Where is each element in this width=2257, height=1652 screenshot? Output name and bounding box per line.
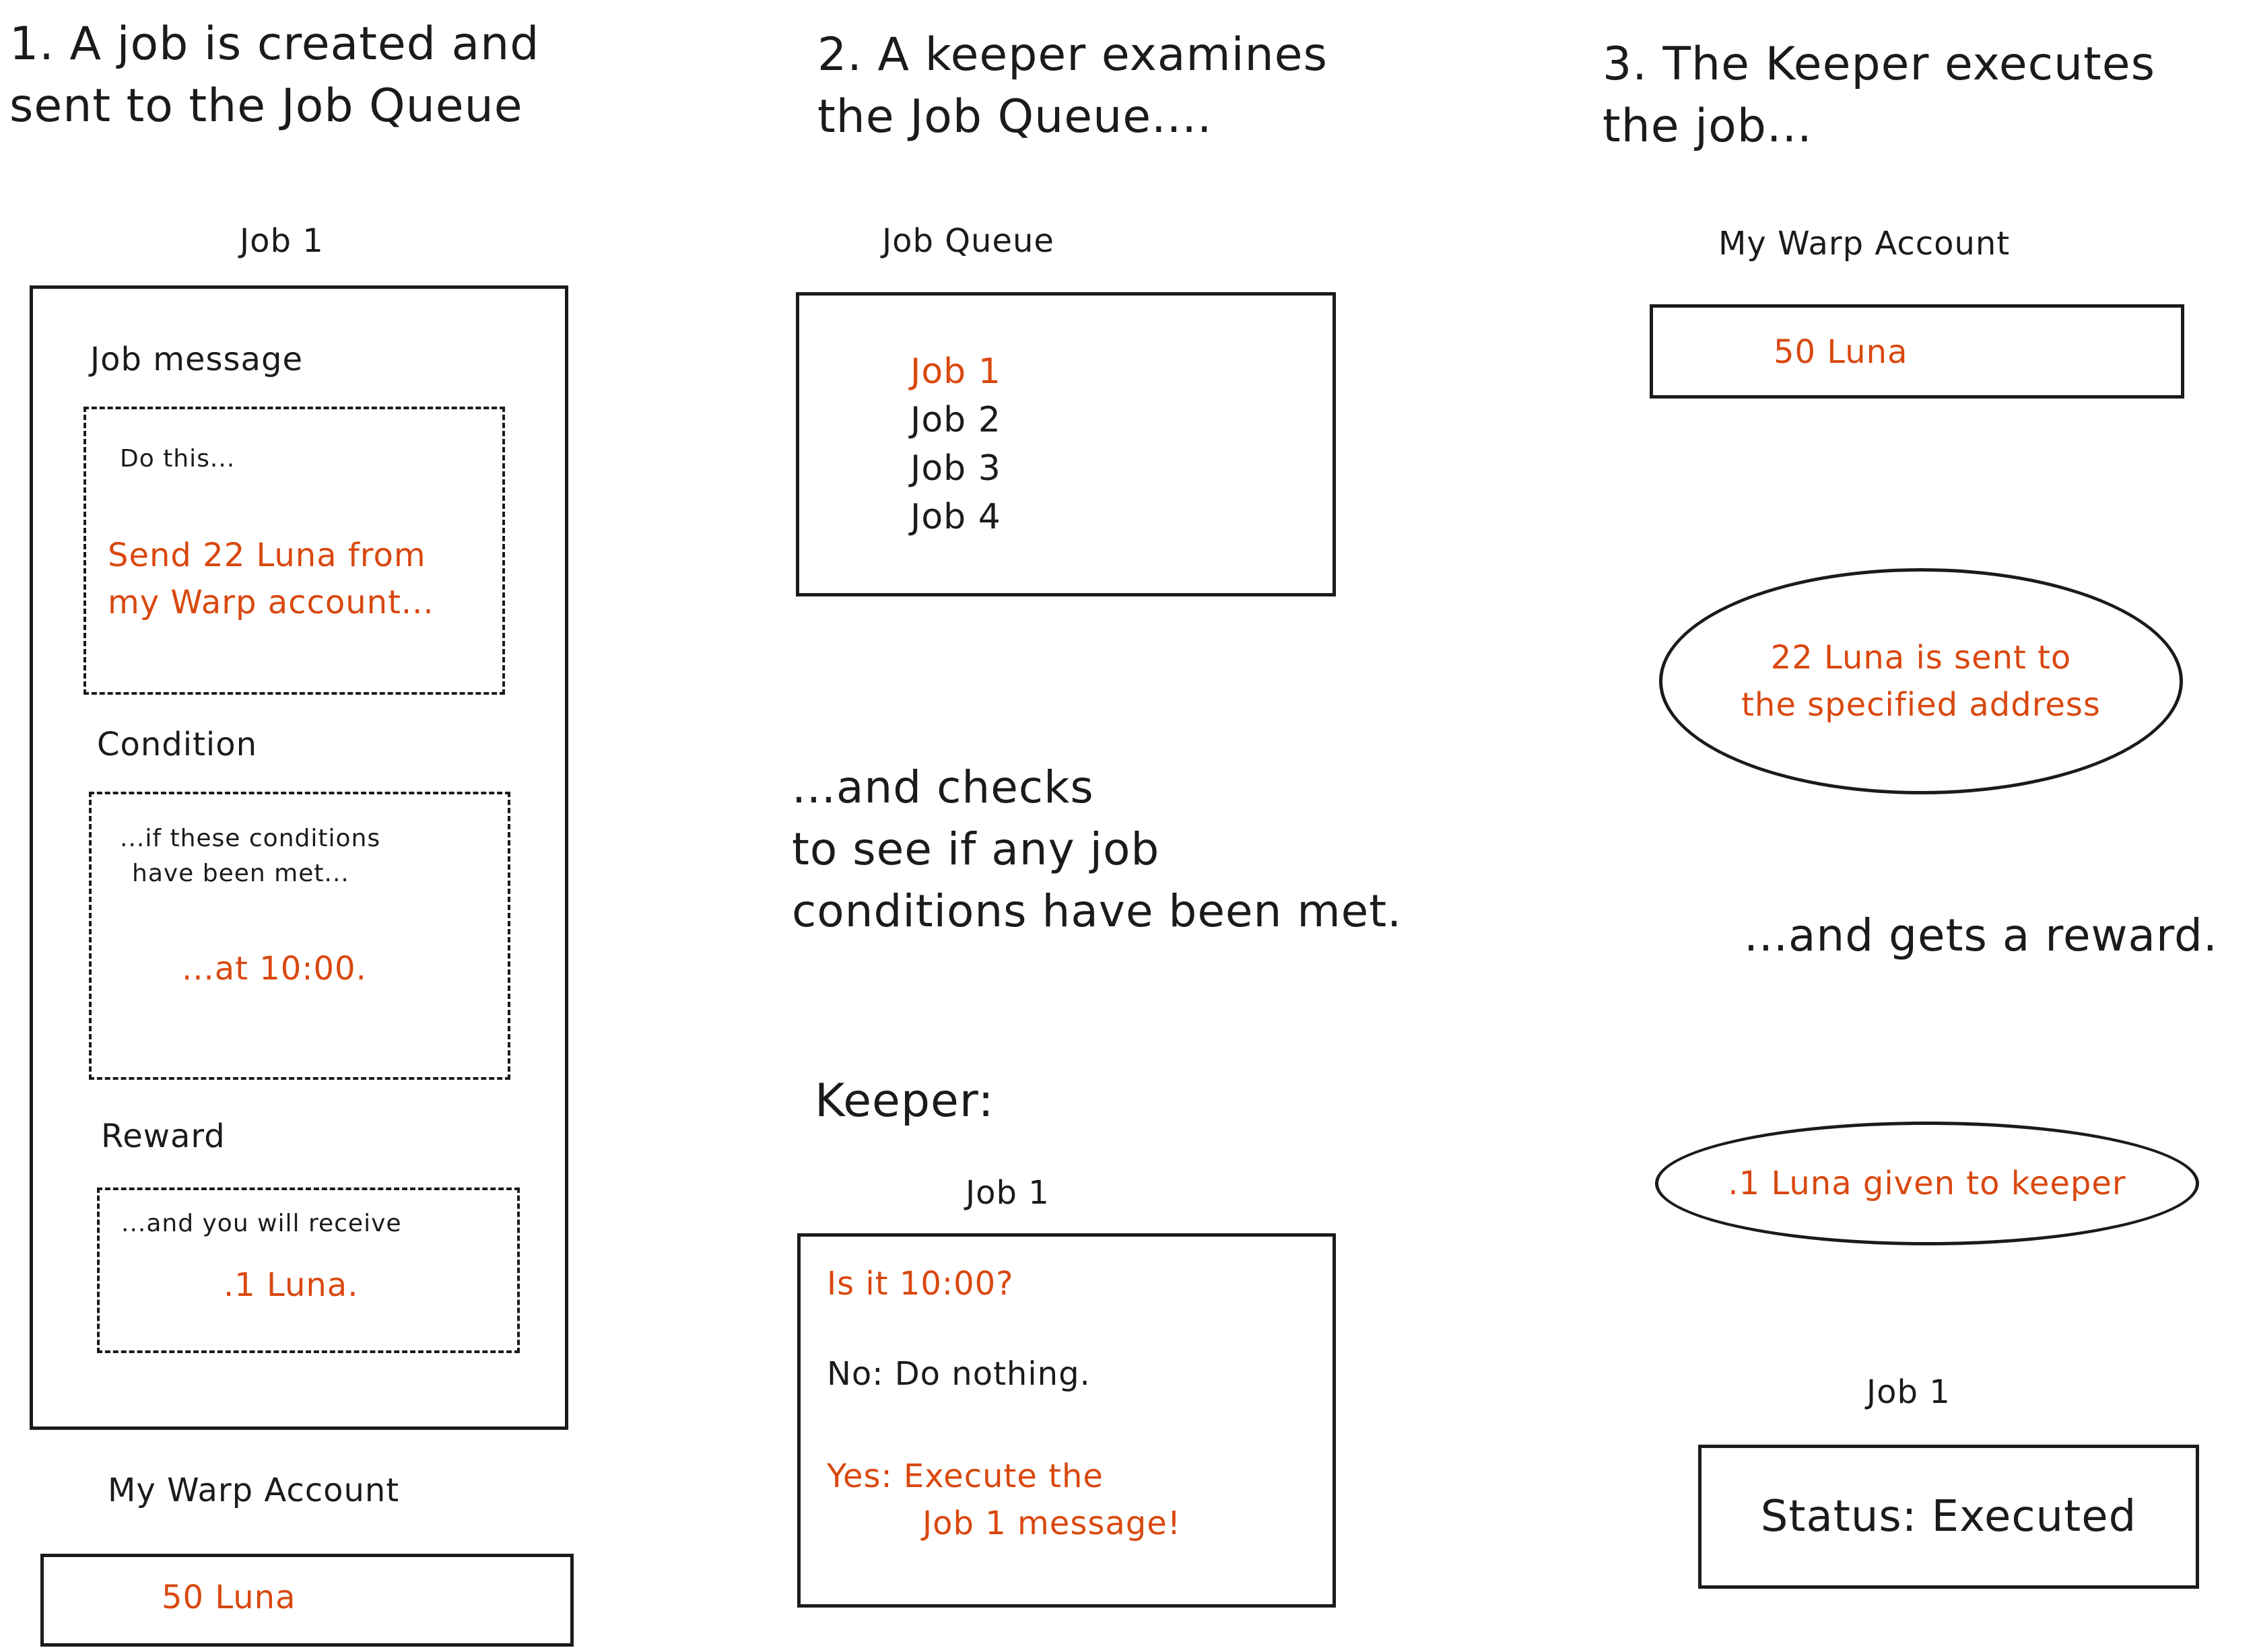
job-message-box bbox=[83, 407, 505, 695]
step-1-heading: 1. A job is created and sent to the Job … bbox=[9, 18, 540, 133]
warp-account-box-3 bbox=[1650, 304, 2184, 399]
step-3-heading: 3. The Keeper executes the job... bbox=[1603, 38, 2156, 153]
reward-text: ...and gets a reward. bbox=[1744, 909, 2218, 961]
job-message-action: Send 22 Luna from my Warp account... bbox=[108, 537, 434, 621]
queue-item-job-3: Job 3 bbox=[910, 448, 1001, 489]
warp-account-box-1 bbox=[40, 1554, 574, 1647]
job-message-label: Job message bbox=[90, 341, 303, 378]
keeper-job-title: Job 1 bbox=[966, 1174, 1050, 1212]
luna-sent-text: 22 Luna is sent to the specified address bbox=[1741, 639, 2101, 724]
keeper-no-branch: No: Do nothing. bbox=[827, 1355, 1091, 1393]
queue-item-job-1: Job 1 bbox=[910, 351, 1001, 392]
keeper-yes-branch: Yes: Execute the Job 1 message! bbox=[827, 1457, 1182, 1542]
condition-label: Condition bbox=[97, 726, 258, 763]
condition-value: ...at 10:00. bbox=[182, 950, 367, 988]
condition-intro: ...if these conditions have been met... bbox=[120, 825, 381, 887]
keeper-reward-ellipse: .1 Luna given to keeper bbox=[1655, 1122, 2199, 1245]
job-1-card bbox=[30, 285, 568, 1430]
warp-account-label-1: My Warp Account bbox=[108, 1472, 400, 1509]
job-queue-box bbox=[796, 292, 1336, 596]
job-queue-list: Job 1 Job 2 Job 3 Job 4 bbox=[910, 347, 1001, 541]
warp-account-balance-1: 50 Luna bbox=[162, 1579, 296, 1616]
status-job-title: Job 1 bbox=[1866, 1373, 1951, 1411]
keeper-job-box bbox=[797, 1233, 1336, 1608]
keeper-question: Is it 10:00? bbox=[827, 1265, 1014, 1303]
reward-label: Reward bbox=[101, 1117, 226, 1155]
condition-box bbox=[89, 792, 510, 1080]
luna-sent-ellipse: 22 Luna is sent to the specified address bbox=[1659, 568, 2183, 794]
warp-account-balance-3: 50 Luna bbox=[1774, 333, 1908, 371]
queue-item-job-2: Job 2 bbox=[910, 400, 1001, 440]
job-queue-label: Job Queue bbox=[882, 222, 1054, 260]
keeper-reward-text: .1 Luna given to keeper bbox=[1728, 1165, 2126, 1202]
reward-value: .1 Luna. bbox=[224, 1266, 359, 1304]
reward-box bbox=[97, 1188, 520, 1353]
job-status-box: Status: Executed bbox=[1698, 1445, 2199, 1589]
queue-item-job-4: Job 4 bbox=[910, 497, 1001, 537]
job-message-intro: Do this... bbox=[120, 445, 236, 473]
reward-intro: ...and you will receive bbox=[121, 1210, 402, 1237]
checks-text: ...and checks to see if any job conditio… bbox=[792, 761, 1403, 937]
job-status-text: Status: Executed bbox=[1760, 1492, 2137, 1542]
keeper-label: Keeper: bbox=[815, 1074, 995, 1128]
job-1-title: Job 1 bbox=[240, 222, 324, 260]
step-2-heading: 2. A keeper examines the Job Queue.... bbox=[817, 28, 1328, 143]
warp-account-label-3: My Warp Account bbox=[1718, 225, 2011, 263]
